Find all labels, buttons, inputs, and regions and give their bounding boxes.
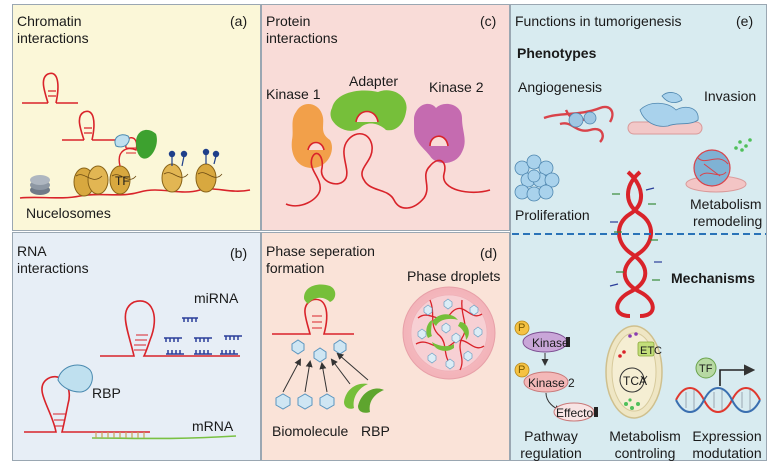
phospho-label-2: P [518, 364, 526, 376]
panel-c-title-line1: Protein [266, 13, 311, 29]
proliferation-label: Proliferation [515, 207, 590, 223]
nucleosome-cluster [73, 163, 223, 197]
tf-label-expression: TF [699, 363, 713, 375]
phase-separation-diagram [272, 284, 496, 413]
kinase1-label: Kinase 1 [266, 86, 321, 102]
expression-dna-illustration [675, 357, 761, 413]
invasion-illustration [627, 92, 703, 135]
rna-helix [609, 170, 662, 318]
phase-droplets-label: Phase droplets [407, 268, 501, 284]
kinase2-label-protein: Kinase 2 [429, 79, 484, 95]
panel-d-letter: (d) [480, 245, 498, 261]
angiogenesis-illustration [543, 105, 614, 143]
expression-modulation-line1: Expression [692, 428, 762, 444]
kinase-label: Kinase [532, 336, 569, 350]
protein-diagram [285, 90, 491, 209]
rna-diagram [24, 300, 242, 440]
nucleosome-icon [30, 175, 50, 195]
panel-b-letter: (b) [230, 245, 248, 261]
effector-label: Effecto [556, 406, 594, 420]
panel-d-title-line2: formation [266, 260, 325, 276]
tf-label-chromatin: TF [115, 174, 130, 188]
proliferation-illustration [514, 154, 560, 202]
expression-modulation-line2: modutation [692, 445, 762, 461]
metabolism-remodeling-line2: remodeling [693, 213, 763, 229]
panel-c-title-line2: interactions [266, 30, 338, 46]
mechanisms-heading: Mechanisms [671, 270, 756, 286]
phenotypes-heading: Phenotypes [517, 45, 597, 61]
biomolecule-label: Biomolecule [272, 423, 349, 439]
angiogenesis-label: Angiogenesis [518, 79, 603, 95]
etc-label: ETC [640, 345, 662, 357]
panel-e-title: Functions in tumorigenesis [515, 13, 682, 29]
metabolism-controlling-line1: Metabolism [609, 428, 681, 444]
pathway-regulation-illustration [514, 320, 598, 422]
panel-a-title-line2: interactions [17, 30, 89, 46]
mrna-label: mRNA [192, 418, 234, 434]
pathway-regulation-line2: regulation [520, 445, 582, 461]
phase-droplet [402, 286, 496, 380]
rbp-label-rna: RBP [92, 385, 121, 401]
tumorigenesis-diagram [512, 92, 766, 422]
panel-d-title-line1: Phase seperation [266, 243, 375, 259]
adapter-label: Adapter [349, 73, 399, 89]
panel-a-letter: (a) [230, 13, 248, 29]
panel-b-title-line2: interactions [17, 260, 89, 276]
metabolism-remodeling-line1: Metabolism [690, 196, 762, 212]
metabolism-controlling-line2: controling [614, 445, 676, 461]
metabolism-remodeling-illustration [685, 138, 752, 193]
invasion-label: Invasion [704, 88, 757, 104]
nucleosomes-label: Nucelosomes [26, 205, 111, 221]
phospho-label-1: P [518, 322, 526, 334]
rbp-label-phase: RBP [361, 423, 390, 439]
pathway-regulation-line1: Pathway [524, 428, 578, 444]
panel-b-title-line1: RNA [17, 243, 47, 259]
biomolecule-hexagons [275, 339, 347, 410]
chromatin-diagram [19, 72, 251, 199]
mirna-strands [164, 317, 242, 355]
tca-label: TCA [623, 374, 647, 388]
panel-e-letter: (e) [736, 13, 754, 29]
panel-a-title-line1: Chromatin [17, 13, 82, 29]
mirna-label: miRNA [194, 290, 239, 306]
histone-marks [168, 148, 220, 167]
panel-c-letter: (c) [480, 13, 497, 29]
mitochondrion-illustration [605, 325, 663, 419]
kinase2-label-pathway: Kinase 2 [528, 376, 575, 390]
